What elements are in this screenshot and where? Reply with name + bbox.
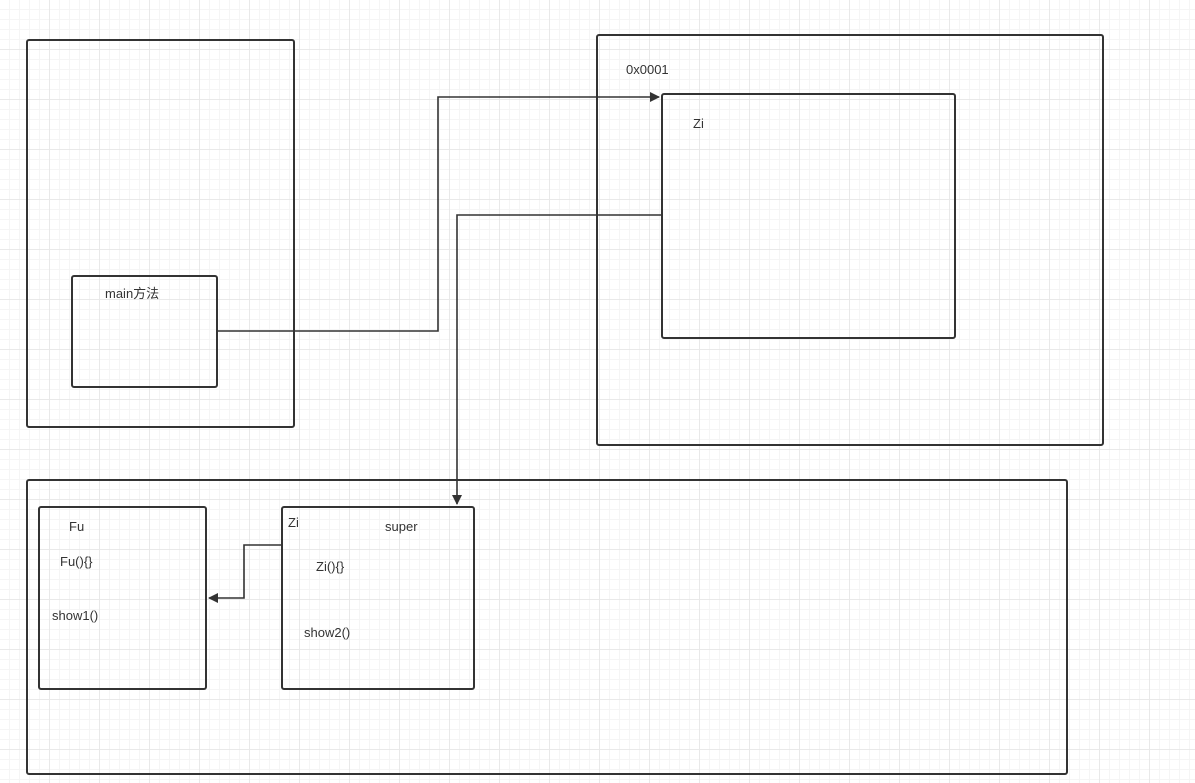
fu-class-name: Fu	[69, 519, 85, 534]
zi-constructor-label: Zi(){}	[316, 559, 345, 574]
heap-address-label: 0x0001	[626, 62, 669, 77]
zi-object-label: Zi	[693, 116, 704, 131]
super-arrow-zi-to-fu	[208, 544, 281, 603]
fu-show1-label: show1()	[52, 608, 99, 623]
fu-class-box[interactable]	[38, 506, 207, 690]
fu-constructor-label: Fu(){}	[60, 554, 93, 569]
zi-class-name: Zi	[288, 515, 299, 530]
zi-object-box[interactable]	[661, 93, 956, 339]
zi-class-box[interactable]	[281, 506, 475, 690]
zi-show2-label: show2()	[304, 625, 351, 640]
main-method-frame[interactable]	[71, 275, 218, 388]
method-area-region[interactable]	[26, 479, 1068, 775]
main-method-label: main方法	[105, 286, 160, 301]
stack-region[interactable]	[26, 39, 295, 428]
reference-arrow-main-to-zi	[218, 92, 660, 332]
class-pointer-arrow-zi-object-to-zi-class	[452, 214, 661, 505]
heap-region[interactable]	[596, 34, 1104, 446]
zi-super-label: super	[385, 519, 418, 534]
